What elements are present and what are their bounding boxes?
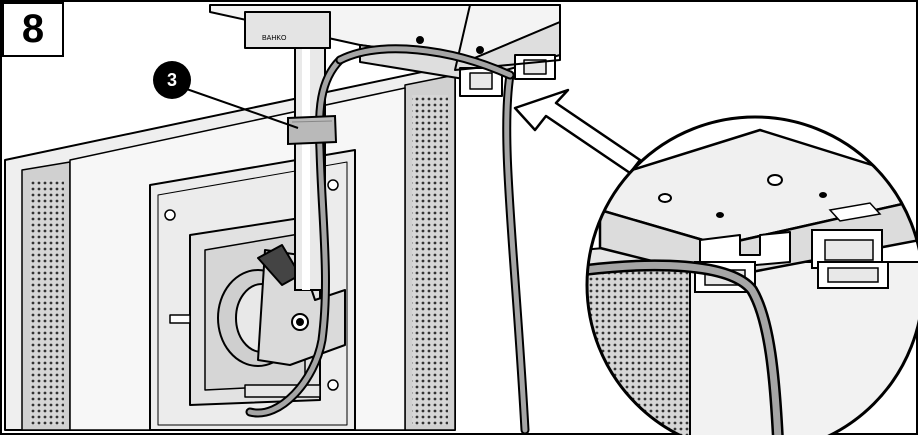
speaker-dots-left bbox=[30, 180, 64, 425]
cable bbox=[245, 44, 530, 435]
zoom-circle-border bbox=[585, 115, 918, 440]
cable-strap bbox=[287, 114, 338, 146]
callout-leader-line bbox=[177, 85, 299, 129]
mounting-pole bbox=[294, 44, 326, 291]
ceiling-plate: BAHKO bbox=[209, 4, 561, 97]
pole-collar bbox=[244, 11, 331, 49]
step-number: 8 bbox=[21, 7, 45, 51]
step-number-badge: 8 bbox=[2, 2, 64, 57]
svg-text:BAHKO: BAHKO bbox=[262, 35, 287, 42]
callout-label: 3 bbox=[166, 69, 177, 90]
callout-badge: 3 bbox=[153, 61, 191, 99]
